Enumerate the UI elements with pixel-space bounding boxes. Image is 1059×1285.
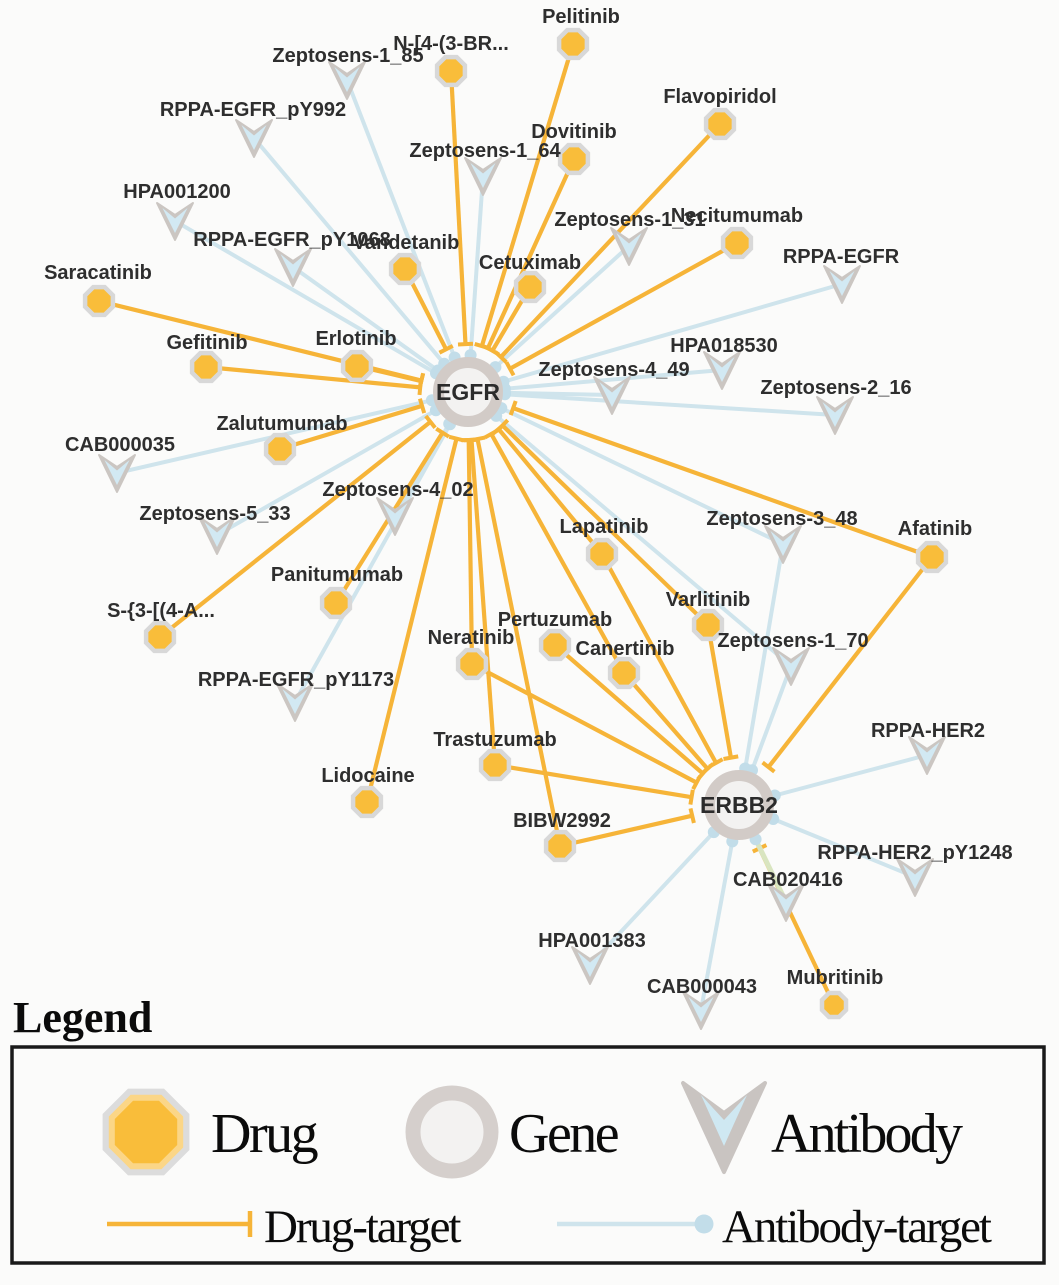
svg-text:Zeptosens-2_16: Zeptosens-2_16 (760, 377, 911, 399)
svg-text:RPPA-HER2: RPPA-HER2 (871, 720, 985, 742)
svg-text:HPA001383: HPA001383 (538, 930, 645, 952)
svg-text:Zeptosens-3_48: Zeptosens-3_48 (706, 508, 857, 530)
svg-text:Trastuzumab: Trastuzumab (433, 729, 556, 751)
svg-text:Erlotinib: Erlotinib (315, 328, 396, 350)
svg-text:HPA018530: HPA018530 (670, 335, 777, 357)
svg-text:RPPA-EGFR_pY992: RPPA-EGFR_pY992 (160, 99, 346, 121)
svg-text:Zeptosens-4_49: Zeptosens-4_49 (538, 359, 689, 381)
svg-text:Drug-target: Drug-target (264, 1201, 461, 1253)
svg-text:Canertinib: Canertinib (576, 638, 675, 660)
svg-text:HPA001200: HPA001200 (123, 181, 230, 203)
svg-text:CAB020416: CAB020416 (733, 869, 843, 891)
svg-text:Flavopiridol: Flavopiridol (663, 86, 776, 108)
svg-text:Vandetanib: Vandetanib (353, 232, 460, 254)
svg-text:Gefitinib: Gefitinib (166, 332, 247, 354)
svg-text:Zeptosens-1_85: Zeptosens-1_85 (272, 45, 423, 67)
svg-text:Zeptosens-1_31: Zeptosens-1_31 (554, 209, 705, 231)
svg-text:Varlitinib: Varlitinib (666, 589, 750, 611)
svg-text:RPPA-EGFR: RPPA-EGFR (783, 246, 900, 268)
svg-text:BIBW2992: BIBW2992 (513, 810, 611, 832)
svg-text:Zeptosens-5_33: Zeptosens-5_33 (139, 503, 290, 525)
svg-text:Drug: Drug (211, 1103, 318, 1165)
svg-text:RPPA-HER2_pY1248: RPPA-HER2_pY1248 (817, 842, 1012, 864)
svg-text:Antibody-target: Antibody-target (722, 1201, 992, 1253)
svg-text:CAB000035: CAB000035 (65, 434, 175, 456)
svg-text:EGFR: EGFR (436, 379, 500, 405)
svg-text:Zalutumumab: Zalutumumab (216, 413, 347, 435)
svg-text:Mubritinib: Mubritinib (787, 967, 884, 989)
svg-text:Zeptosens-1_70: Zeptosens-1_70 (717, 630, 868, 652)
svg-text:Neratinib: Neratinib (428, 627, 515, 649)
svg-text:Cetuximab: Cetuximab (479, 252, 581, 274)
svg-text:Panitumumab: Panitumumab (271, 564, 403, 586)
svg-text:S-{3-[(4-A...: S-{3-[(4-A... (107, 600, 215, 622)
svg-text:Gene: Gene (509, 1103, 618, 1165)
svg-text:Legend: Legend (13, 993, 152, 1042)
svg-text:ERBB2: ERBB2 (700, 792, 778, 818)
svg-text:Pertuzumab: Pertuzumab (498, 609, 612, 631)
svg-text:Lidocaine: Lidocaine (321, 765, 414, 787)
svg-text:Afatinib: Afatinib (898, 518, 972, 540)
svg-text:Zeptosens-4_02: Zeptosens-4_02 (322, 479, 473, 501)
svg-text:Pelitinib: Pelitinib (542, 6, 620, 28)
svg-text:RPPA-EGFR_pY1173: RPPA-EGFR_pY1173 (198, 669, 394, 691)
svg-text:Antibody: Antibody (771, 1103, 963, 1165)
svg-text:Zeptosens-1_64: Zeptosens-1_64 (409, 140, 561, 162)
svg-text:Saracatinib: Saracatinib (44, 262, 152, 284)
svg-text:Lapatinib: Lapatinib (560, 516, 649, 538)
svg-text:CAB000043: CAB000043 (647, 976, 757, 998)
